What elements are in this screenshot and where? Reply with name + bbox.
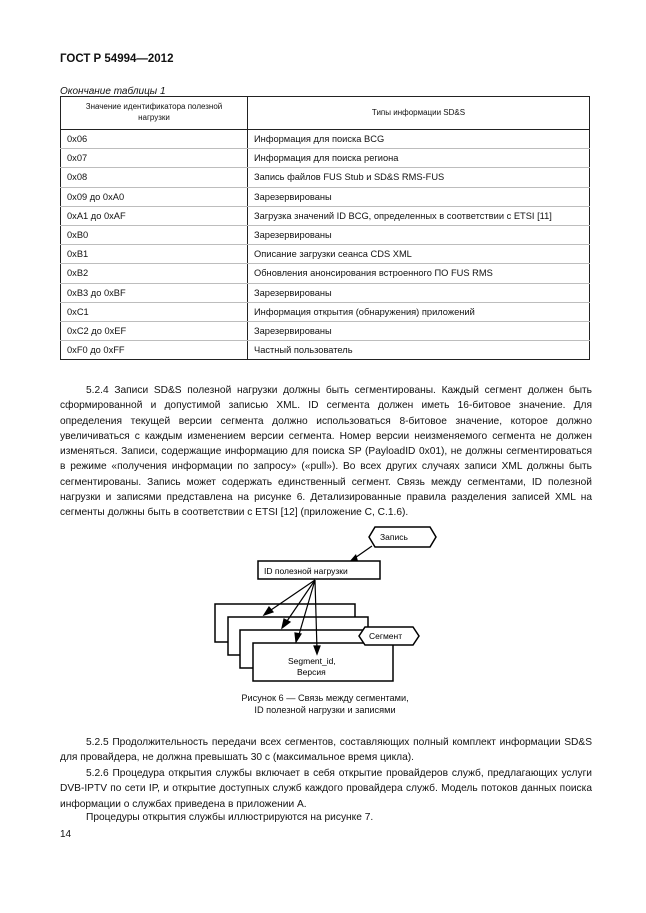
info-type-cell: Загрузка значений ID BCG, определенных в… xyxy=(247,206,590,226)
segment-id-label: Segment_id, xyxy=(288,656,336,666)
info-type-cell: Описание загрузки сеанса CDS XML xyxy=(247,244,590,265)
info-type-cell: Информация для поиска BCG xyxy=(247,129,590,150)
paragraph-5-2-6-b: Процедуры открытия службы иллюстрируются… xyxy=(86,812,374,823)
figure-6-caption: Рисунок 6 — Связь между сегментами, ID п… xyxy=(60,692,590,716)
paragraph-5-2-6: 5.2.6 Процедура открытия службы включает… xyxy=(60,768,592,810)
record-pointer-arrow xyxy=(349,554,358,562)
record-label: Запись xyxy=(380,532,408,542)
info-type-cell: Информация для поиска региона xyxy=(247,148,590,169)
info-type-cell: Запись файлов FUS Stub и SD&S RMS-FUS xyxy=(247,167,590,188)
info-type-cell: Зарезервированы xyxy=(247,187,590,207)
info-type-cell: Обновления анонсирования встроенного ПО … xyxy=(247,263,590,284)
info-type-cell: Зарезервированы xyxy=(247,321,590,342)
paragraph-5-2-5: 5.2.5 Продолжительность передачи всех се… xyxy=(60,737,592,764)
segment-box-4 xyxy=(252,642,394,682)
segment-arrows xyxy=(262,579,321,656)
info-type-cell: Зарезервированы xyxy=(247,225,590,246)
payload-id-box xyxy=(257,560,381,580)
payload-id-table: Значение идентификатора полезной нагрузк… xyxy=(60,96,590,361)
column-header-info-types: Типы информации SD&S xyxy=(247,96,590,130)
document-header: ГОСТ Р 54994—2012 xyxy=(60,53,174,65)
page-number: 14 xyxy=(60,829,72,840)
table-header-row: Значение идентификатора полезной нагрузк… xyxy=(60,96,590,130)
segment-callout-shape xyxy=(358,626,420,646)
figure-caption-line-1: Рисунок 6 — Связь между сегментами, xyxy=(241,693,409,703)
column-header-payload-id: Значение идентификатора полезной нагрузк… xyxy=(60,96,248,130)
segment-label: Сегмент xyxy=(369,631,402,641)
figure-caption-line-2: ID полезной нагрузки и записями xyxy=(254,705,396,715)
payload-id-label: ID полезной нагрузки xyxy=(264,566,348,576)
info-type-cell: Зарезервированы xyxy=(247,283,590,303)
version-label: Версия xyxy=(297,667,326,677)
record-callout-shape xyxy=(368,526,437,548)
info-type-cell: Информация открытия (обнаружения) прилож… xyxy=(247,302,590,322)
table-caption: Окончание таблицы 1 xyxy=(60,86,166,97)
info-type-cell: Частный пользователь xyxy=(247,340,590,361)
paragraph-5-2-4: 5.2.4 Записи SD&S полезной нагрузки долж… xyxy=(60,385,592,519)
